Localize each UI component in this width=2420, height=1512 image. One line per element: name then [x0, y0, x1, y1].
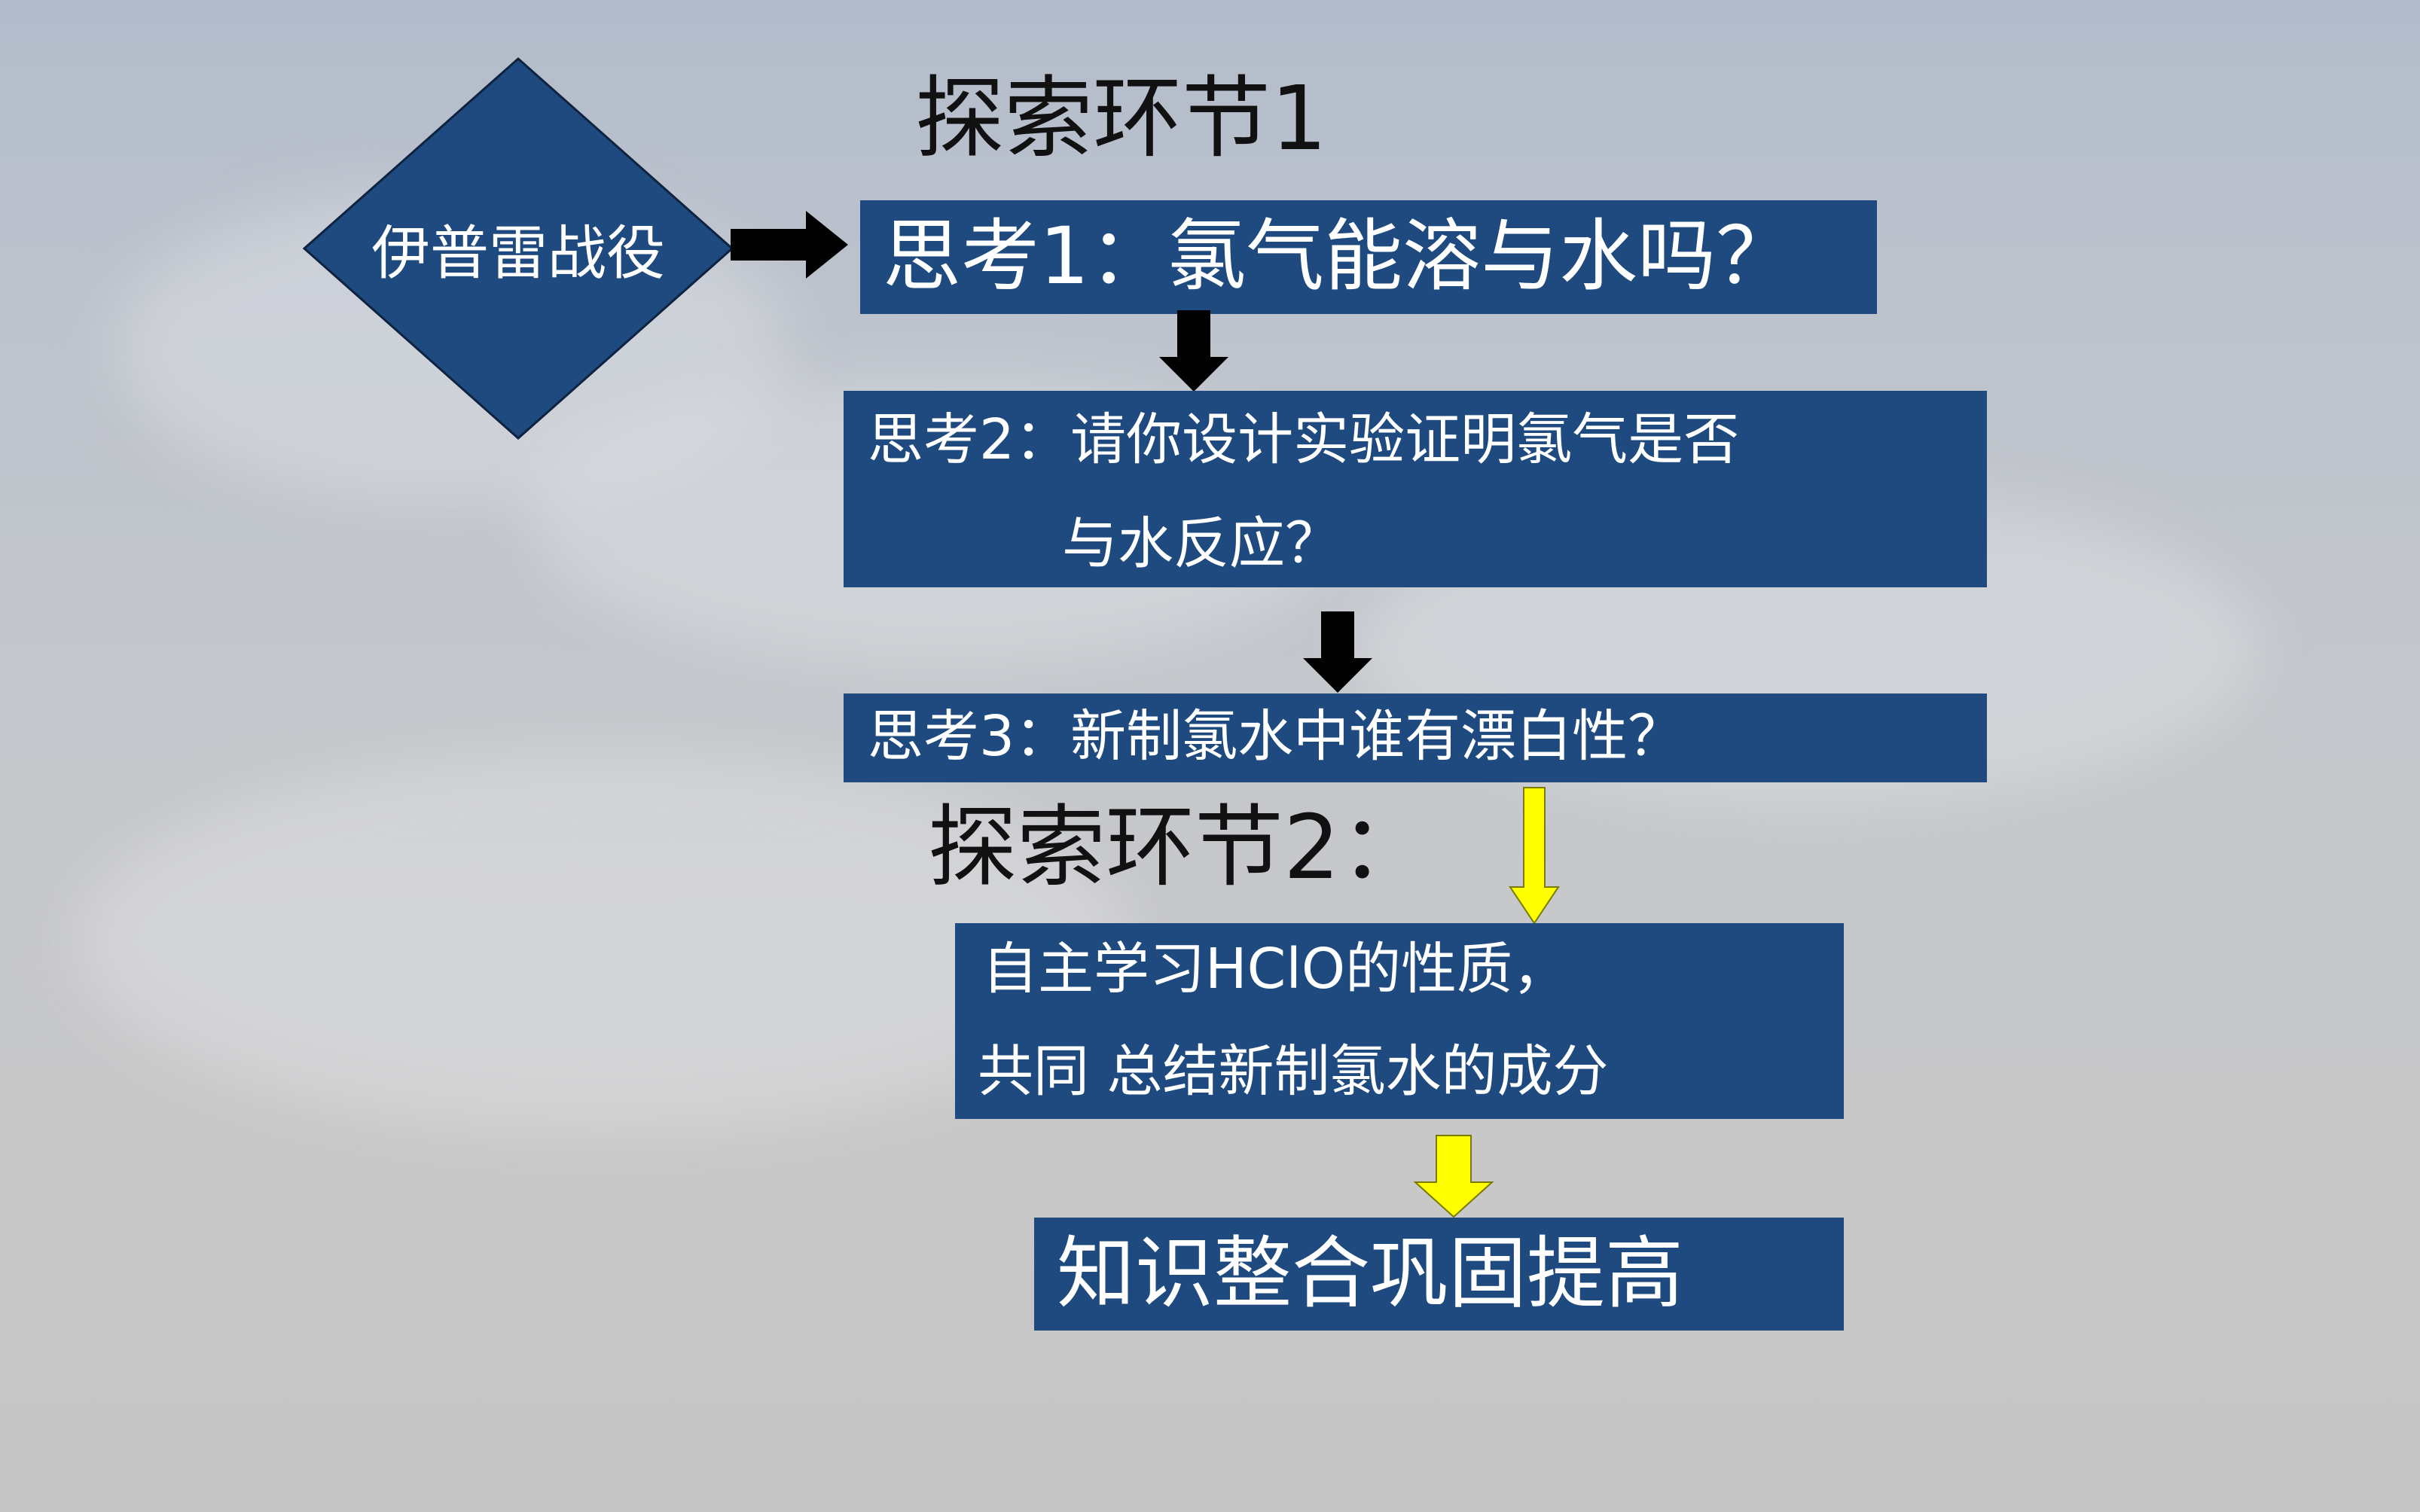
self-study-line-2: 共同 总结新制氯水的成分	[978, 1039, 1609, 1104]
arrow-down-icon	[1509, 787, 1560, 925]
question-1-box: 思考1：氯气能溶与水吗？	[860, 200, 1877, 314]
final-box: 知识整合巩固提高	[1034, 1218, 1844, 1331]
question-3-box: 思考3：新制氯水中谁有漂白性？	[844, 694, 1987, 782]
arrow-right-icon	[731, 211, 848, 279]
start-diamond: 伊普雷战役	[303, 57, 734, 440]
question-2-line-2: 与水反应？	[1062, 511, 1341, 576]
section-1-title: 探索环节1	[915, 66, 1328, 170]
question-3-text: 思考3：新制氯水中谁有漂白性？	[868, 704, 1684, 769]
final-text: 知识整合巩固提高	[1057, 1227, 1684, 1319]
cloud-bg-4	[75, 753, 1130, 1129]
self-study-box: 自主学习HClO的性质， 共同 总结新制氯水的成分	[955, 923, 1844, 1119]
section-2-title: 探索环节2：	[928, 795, 1430, 899]
arrow-down-icon	[1413, 1135, 1494, 1218]
question-2-box: 思考2：请你设计实验证明氯气是否 与水反应？	[844, 391, 1987, 587]
arrow-down-icon	[1303, 611, 1372, 693]
question-1-text: 思考1：氯气能溶与水吗？	[883, 210, 1795, 302]
question-2-line-1: 思考2：请你设计实验证明氯气是否	[868, 407, 1740, 472]
self-study-line-1: 自主学习HClO的性质，	[982, 937, 1569, 1001]
arrow-down-icon	[1159, 310, 1228, 392]
start-label: 伊普雷战役	[371, 220, 665, 288]
